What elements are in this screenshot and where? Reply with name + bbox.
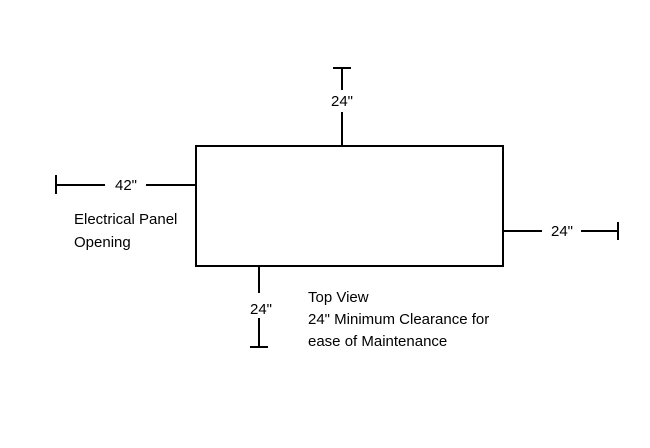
left-clearance-label: 42": [115, 177, 137, 194]
right-clearance-dimension: [503, 222, 619, 240]
maintenance-note-label: ease of Maintenance: [308, 333, 447, 350]
right-clearance-label: 24": [551, 223, 573, 240]
clearance-note-label: 24" Minimum Clearance for: [308, 311, 489, 328]
opening-label: Opening: [74, 234, 131, 251]
top-clearance-label: 24": [331, 93, 353, 110]
unit-outline: [195, 145, 504, 267]
bottom-clearance-label: 24": [250, 301, 272, 318]
top-view-label: Top View: [308, 289, 369, 306]
top-clearance-dimension: [333, 67, 351, 146]
bottom-clearance-dimension: [250, 266, 268, 348]
left-clearance-dimension: [55, 175, 196, 194]
electrical-panel-label: Electrical Panel: [74, 211, 177, 228]
